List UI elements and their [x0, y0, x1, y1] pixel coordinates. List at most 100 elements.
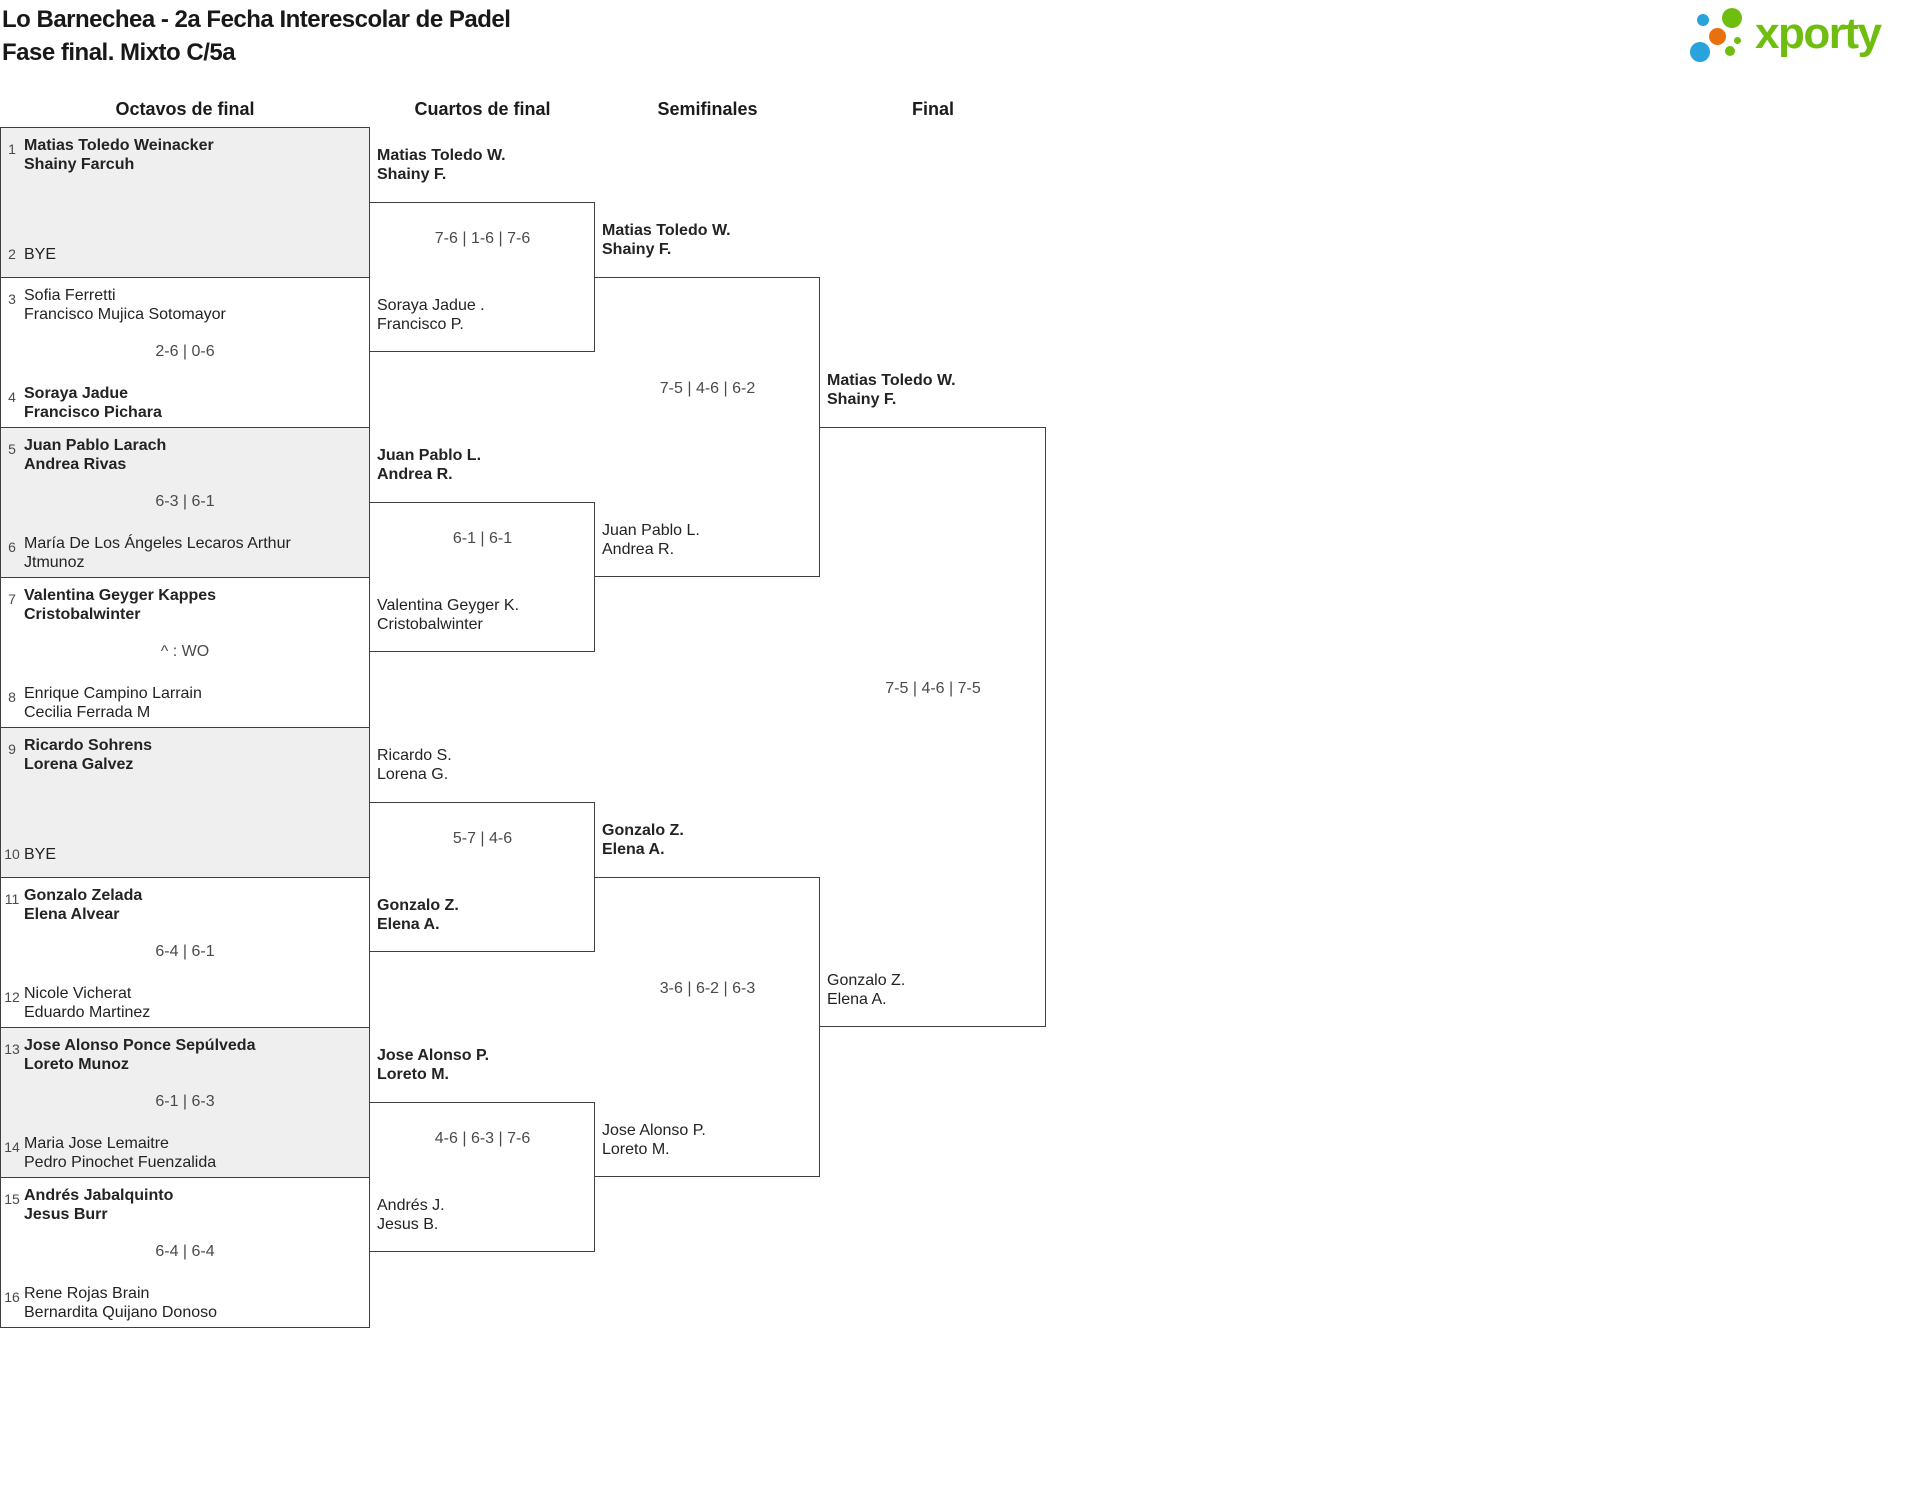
player-name: Francisco Pichara — [24, 404, 162, 421]
match-box — [370, 202, 595, 352]
player-name: Francisco Mujica Sotomayor — [24, 306, 226, 323]
team-top: Andrés Jabalquinto Jesus Burr — [24, 1186, 173, 1224]
player-name: Pedro Pinochet Fuenzalida — [24, 1154, 217, 1171]
team-top: Matias Toledo W. Shainy F. — [602, 221, 731, 259]
team-bottom: Soraya Jadue Francisco Pichara — [24, 384, 162, 422]
match-box — [370, 502, 595, 652]
player-name: Lorena G. — [377, 766, 449, 783]
logo-dot-blue-large-icon — [1690, 42, 1710, 62]
player-name: Soraya Jadue . — [377, 297, 485, 314]
player-name: Matias Toledo W. — [602, 222, 731, 239]
player-name: Bernardita Quijano Donoso — [24, 1304, 218, 1321]
player-name: Rene Rojas Brain — [24, 1285, 150, 1302]
player-name: Shainy F. — [827, 391, 897, 408]
team-bottom: BYE — [24, 845, 56, 864]
team-bottom: Soraya Jadue . Francisco P. — [377, 296, 485, 334]
player-name: Jose Alonso P. — [602, 1122, 706, 1139]
seed-number: 3 — [8, 291, 16, 307]
team-top: Jose Alonso Ponce Sepúlveda Loreto Munoz — [24, 1036, 255, 1074]
team-bottom: Juan Pablo L. Andrea R. — [602, 521, 700, 559]
player-name: Jesus Burr — [24, 1206, 108, 1223]
match-box — [0, 727, 370, 878]
match-score: 5-7 | 4-6 — [452, 830, 513, 847]
player-name: Loreto M. — [377, 1066, 449, 1083]
seed-number: 6 — [8, 539, 16, 555]
team-top: Valentina Geyger Kappes Cristobalwinter — [24, 586, 216, 624]
player-name: Matias Toledo W. — [377, 147, 506, 164]
match-score: 6-4 | 6-4 — [155, 1243, 215, 1260]
match-box — [0, 1027, 370, 1178]
player-name: Eduardo Martinez — [24, 1004, 151, 1021]
player-name: María De Los Ángeles Lecaros Arthur — [24, 535, 291, 552]
match-score: 6-1 | 6-1 — [452, 530, 513, 547]
logo-dot-blue-small-icon — [1697, 14, 1709, 26]
team-bottom: BYE — [24, 245, 56, 264]
player-name: Juan Pablo L. — [377, 447, 482, 464]
match-score: 7-5 | 4-6 | 6-2 — [659, 380, 756, 397]
match-score: 6-3 | 6-1 — [155, 493, 215, 510]
seed-number: 4 — [8, 389, 16, 405]
team-top: Matias Toledo Weinacker Shainy Farcuh — [24, 136, 214, 174]
team-bottom: Gonzalo Z. Elena A. — [377, 896, 459, 934]
round-header-octavos: Octavos de final — [115, 99, 255, 119]
team-top: Juan Pablo Larach Andrea Rivas — [24, 436, 166, 474]
player-name: Elena Alvear — [24, 906, 120, 923]
round-header-cuartos: Cuartos de final — [414, 99, 551, 119]
logo-dot-green-tiny-icon — [1734, 37, 1741, 44]
player-name: Maria Jose Lemaitre — [24, 1135, 169, 1152]
match-box — [0, 427, 370, 578]
team-top: Jose Alonso P. Loreto M. — [377, 1046, 489, 1084]
match-score: 6-1 | 6-3 — [155, 1093, 215, 1110]
player-name: Soraya Jadue — [24, 385, 129, 402]
player-name: Shainy Farcuh — [24, 156, 135, 173]
player-name: Elena A. — [602, 841, 665, 858]
team-top: Gonzalo Zelada Elena Alvear — [24, 886, 142, 924]
player-name: Juan Pablo Larach — [24, 437, 167, 454]
player-name: BYE — [24, 846, 57, 863]
player-name: Nicole Vicherat — [24, 985, 132, 1002]
page-subtitle: Fase final. Mixto C/5a — [2, 39, 236, 66]
logo-dot-green-large-icon — [1722, 8, 1742, 28]
match-score: 7-5 | 4-6 | 7-5 — [885, 680, 981, 697]
match-box — [370, 802, 595, 952]
player-name: Francisco P. — [377, 316, 464, 333]
player-name: Andrea Rivas — [24, 456, 127, 473]
team-bottom: Valentina Geyger K. Cristobalwinter — [377, 596, 519, 634]
player-name: Matias Toledo W. — [827, 372, 956, 389]
player-name: Matias Toledo Weinacker — [24, 137, 214, 154]
match-box — [595, 277, 820, 577]
team-bottom: Rene Rojas Brain Bernardita Quijano Dono… — [24, 1284, 217, 1322]
match-box — [370, 1102, 595, 1252]
player-name: Shainy F. — [602, 241, 672, 258]
team-bottom: Gonzalo Z. Elena A. — [827, 971, 905, 1009]
team-top: Juan Pablo L. Andrea R. — [377, 446, 481, 484]
team-bottom: Enrique Campino Larrain Cecilia Ferrada … — [24, 684, 202, 722]
player-name: Shainy F. — [377, 166, 447, 183]
round-header-final: Final — [911, 99, 954, 119]
match-score: 3-6 | 6-2 | 6-3 — [659, 980, 756, 997]
seed-number: 15 — [4, 1191, 20, 1207]
seed-number: 11 — [4, 891, 20, 907]
player-name: Gonzalo Z. — [377, 897, 459, 914]
player-name: Cristobalwinter — [377, 616, 483, 633]
player-name: Valentina Geyger Kappes — [24, 587, 217, 604]
team-top: Sofia Ferretti Francisco Mujica Sotomayo… — [24, 286, 226, 324]
seed-number: 2 — [8, 246, 16, 262]
player-name: Andrés J. — [377, 1197, 445, 1214]
team-bottom: Jose Alonso P. Loreto M. — [602, 1121, 706, 1159]
logo-dot-green-small-icon — [1725, 46, 1735, 56]
player-name: Andrea R. — [377, 466, 453, 483]
seed-number: 12 — [4, 989, 20, 1005]
seed-number: 1 — [8, 141, 16, 157]
match-box — [595, 877, 820, 1177]
seed-number: 9 — [8, 741, 16, 757]
player-name: Valentina Geyger K. — [377, 597, 520, 614]
logo-wordmark: xporty — [1755, 9, 1882, 58]
seed-number: 10 — [4, 846, 20, 862]
team-top: Gonzalo Z. Elena A. — [602, 821, 684, 859]
match-box — [0, 127, 370, 278]
player-name: Cecilia Ferrada M — [24, 704, 151, 721]
player-name: Elena A. — [827, 991, 887, 1008]
team-bottom: Nicole Vicherat Eduardo Martinez — [24, 984, 150, 1022]
